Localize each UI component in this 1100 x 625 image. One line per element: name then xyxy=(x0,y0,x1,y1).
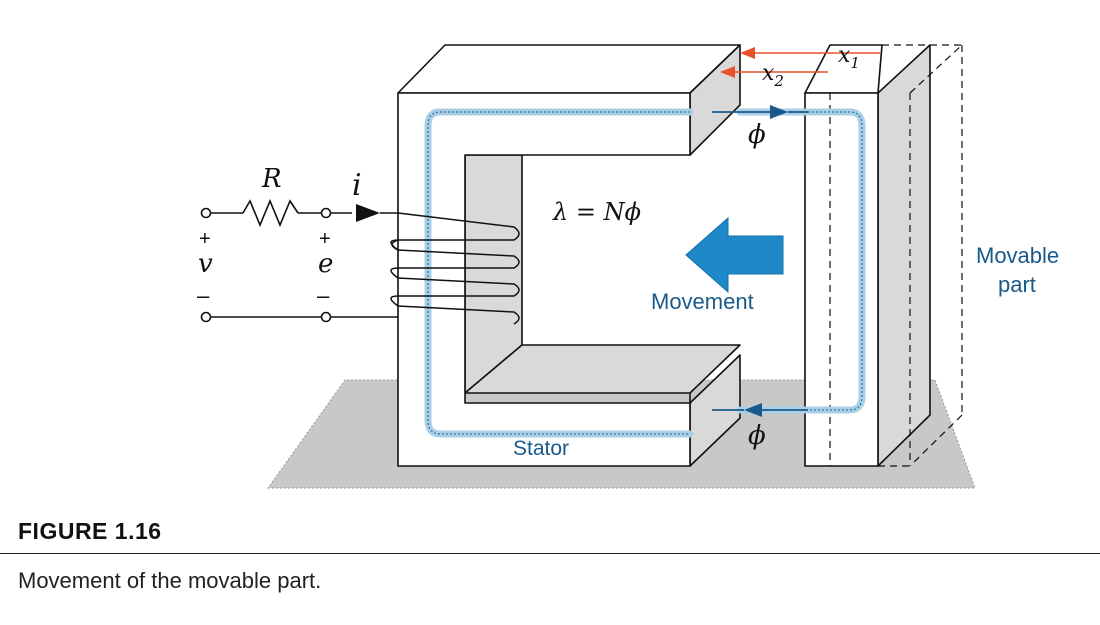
movable-part-dashed-position xyxy=(829,44,963,467)
x2-label: x2 xyxy=(762,61,784,90)
movable-part xyxy=(804,44,931,467)
source-minus: – xyxy=(197,283,210,308)
x1-label: x1 xyxy=(838,43,860,72)
terminal-source-bottom xyxy=(200,311,212,323)
terminal-emf-bottom xyxy=(320,311,332,323)
emf-minus: – xyxy=(317,283,330,308)
figure-number: FIGURE 1.16 xyxy=(18,518,162,544)
flux-arrow-bottom xyxy=(712,403,808,417)
movable-part-label-line2: part xyxy=(998,272,1036,297)
distance-arrow-x2 xyxy=(720,66,828,78)
emf-plus: + xyxy=(319,228,331,250)
figure-caption: Movement of the movable part. xyxy=(18,568,322,593)
emf-label: e xyxy=(318,249,333,279)
flux-linkage-equation: λ = Nϕ xyxy=(552,198,641,226)
circuit xyxy=(200,198,398,323)
movable-flux-path-center xyxy=(740,111,863,411)
movement-label: Movement xyxy=(651,289,754,314)
movable-part-label-line1: Movable xyxy=(976,243,1059,268)
terminal-emf-top xyxy=(320,207,332,219)
caption-divider xyxy=(0,553,1100,554)
source-plus: + xyxy=(199,228,211,250)
current-label: i xyxy=(352,168,362,203)
distance-arrow-x1 xyxy=(740,47,880,59)
source-voltage-label: v xyxy=(198,249,213,279)
resistor-zigzag xyxy=(242,198,299,228)
flux-label-bottom: ϕ xyxy=(748,421,766,451)
current-arrow xyxy=(356,204,380,222)
stator-flux-path-center xyxy=(427,111,690,435)
stator-label: Stator xyxy=(513,437,569,460)
resistor-label: R xyxy=(261,164,282,194)
movement-arrow xyxy=(685,216,784,294)
flux-label-top: ϕ xyxy=(748,120,766,150)
flux-arrow-top xyxy=(712,105,808,119)
coil-winding xyxy=(390,212,520,325)
terminal-source-top xyxy=(200,207,212,219)
movable-part-diagram: R i + v – + e – λ = Nϕ ϕ ϕ x1 x2 Movemen… xyxy=(197,43,1059,489)
